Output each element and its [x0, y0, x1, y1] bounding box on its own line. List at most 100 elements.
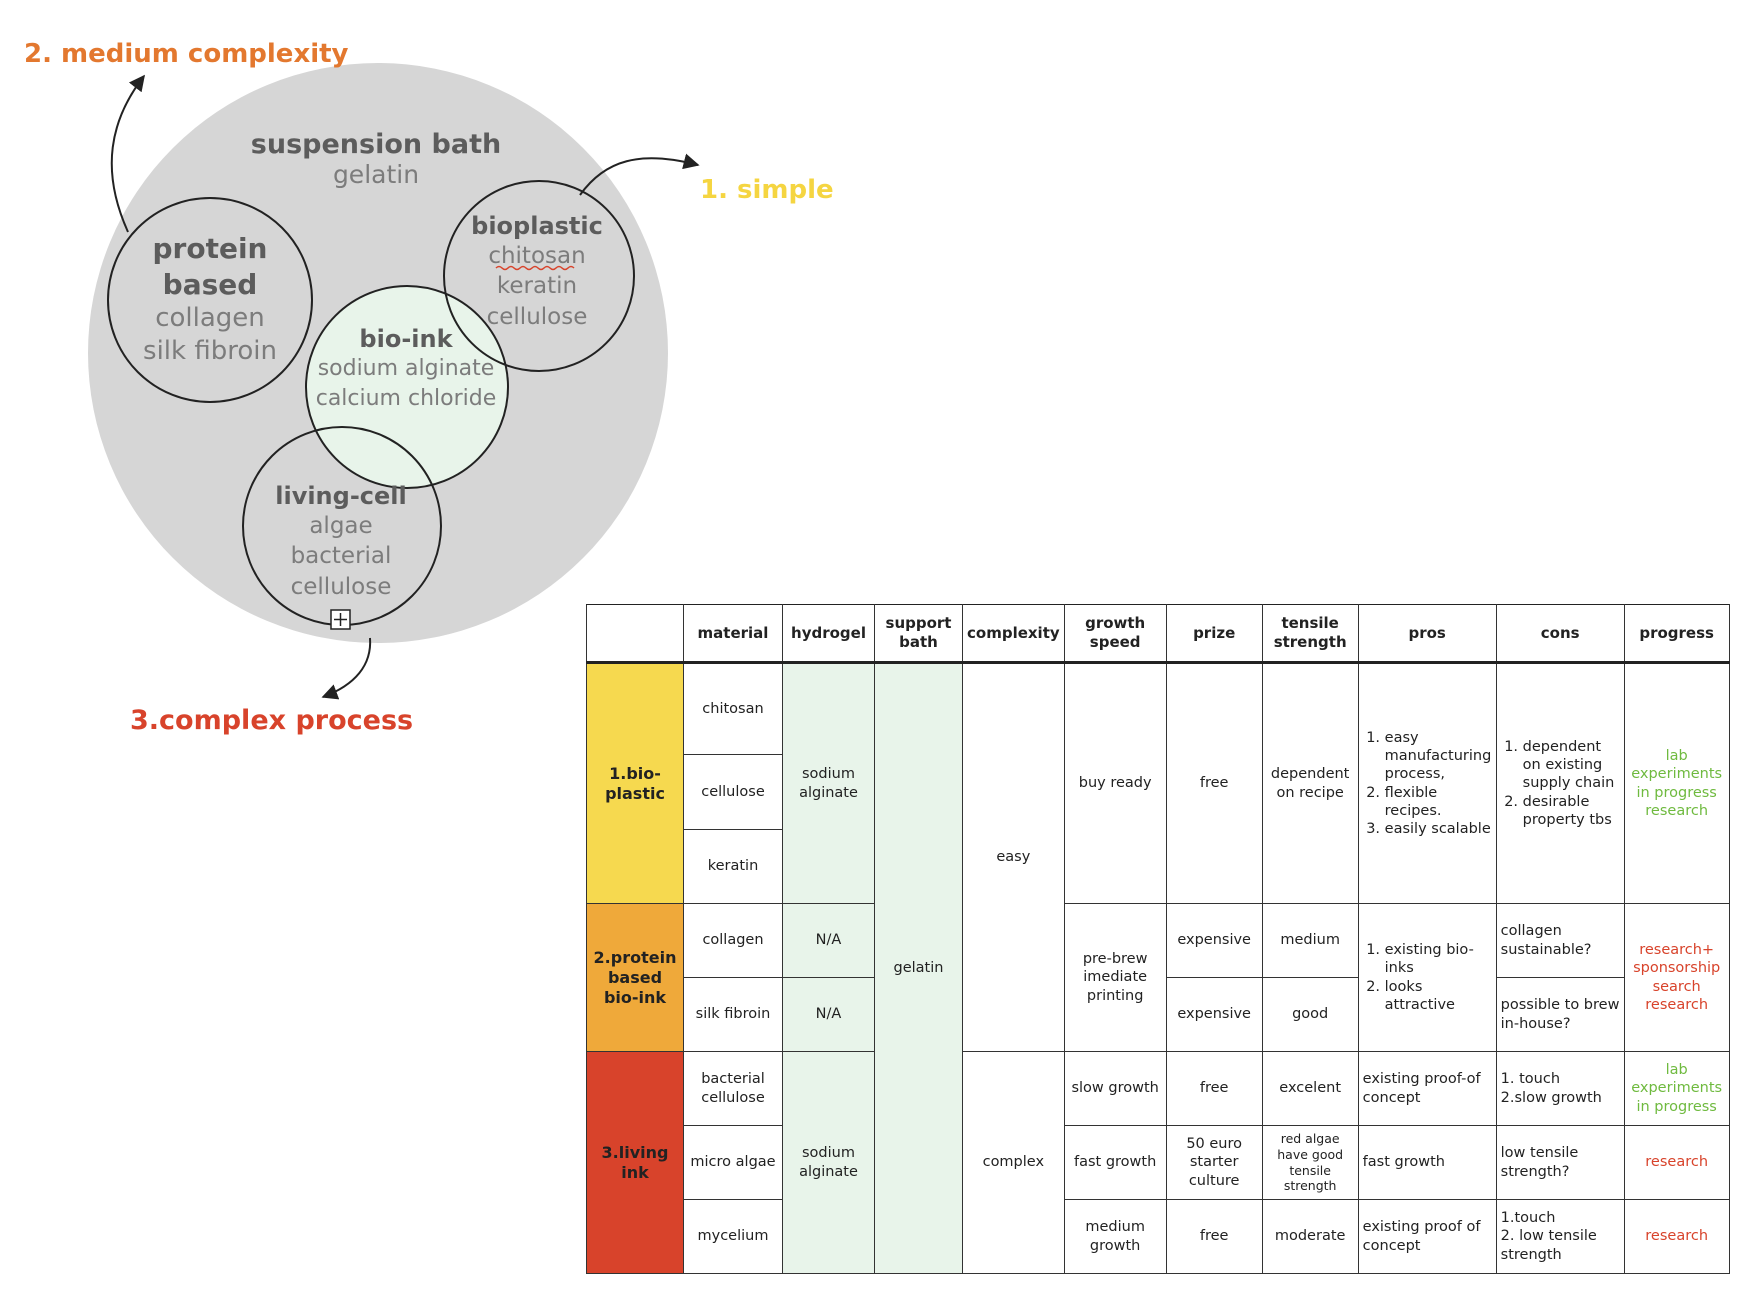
header-complexity: complexity: [962, 604, 1065, 664]
progress-cell: research+ sponsorship search research: [1623, 903, 1730, 1052]
list-item: dependent on existing supply chain: [1523, 738, 1620, 792]
growth-speed-cell: buy ready: [1063, 662, 1167, 904]
table-row: mycelium medium growth free moderate exi…: [587, 1199, 1730, 1274]
material-cell: keratin: [683, 829, 783, 904]
bioplastic-circle: [443, 180, 635, 372]
tensile-cell: excelent: [1261, 1051, 1359, 1126]
progress-cell: lab experiments in progress research: [1623, 662, 1730, 904]
cons-text: 2. low tensile strength: [1500, 1228, 1597, 1263]
growth-speed-cell: pre-brew imediate printing: [1063, 903, 1167, 1052]
arrow-medium-complexity: [110, 74, 145, 233]
material-comparison-table: material hydrogel support bath complexit…: [586, 604, 1730, 1274]
list-item: flexible recipes.: [1385, 784, 1492, 820]
complex-process-label: 3.complex process: [130, 705, 413, 736]
prize-cell: free: [1165, 1199, 1263, 1274]
header-prize: prize: [1165, 604, 1263, 664]
category-bioplastic: 1.bio-plastic: [586, 662, 684, 904]
header-growth-speed: growth speed: [1063, 604, 1167, 664]
prize-cell: 50 euro starter culture: [1165, 1125, 1263, 1200]
pros-cell: fast growth: [1357, 1125, 1497, 1200]
spellcheck-underline: [495, 265, 575, 271]
header-progress: progress: [1623, 604, 1730, 664]
suspension-bath-title: suspension bath: [251, 129, 501, 160]
material-cell: mycelium: [683, 1199, 783, 1274]
pros-cell: existing bio-inks looks attractive: [1357, 903, 1497, 1052]
cons-cell: low tensile strength?: [1495, 1125, 1625, 1200]
tensile-cell: medium: [1261, 903, 1359, 978]
cons-cell: 1.touch 2. low tensile strength: [1495, 1199, 1625, 1274]
protein-based-sub-1: collagen: [155, 303, 265, 333]
complexity-cell: easy: [962, 662, 1065, 1052]
table-header-row: material hydrogel support bath complexit…: [586, 604, 1730, 664]
header-pros: pros: [1357, 604, 1497, 664]
table-row: micro algae fast growth 50 euro starter …: [587, 1125, 1730, 1200]
list-item: existing bio-inks: [1385, 941, 1492, 977]
tensile-cell: dependent on recipe: [1261, 662, 1359, 904]
complexity-cell: complex: [962, 1051, 1065, 1274]
living-cell-sub-3: cellulose: [291, 574, 392, 600]
bioplastic-sub-1: chitosan: [488, 243, 585, 269]
cons-cell: 1. touch 2.slow growth: [1495, 1051, 1625, 1126]
pros-cell: easy manufacturing process, flexible rec…: [1357, 662, 1497, 904]
table-row: 2.protein based bio-ink collagen N/A pre…: [586, 903, 1730, 1052]
bioplastic-title: bioplastic: [471, 212, 603, 240]
list-item: desirable property tbs: [1523, 793, 1620, 829]
pros-cell: existing proof of concept: [1357, 1199, 1497, 1274]
cons-cell: possible to brew in-house?: [1495, 977, 1625, 1052]
cons-cell: collagen sustainable?: [1495, 903, 1625, 978]
header-cons: cons: [1495, 604, 1625, 664]
growth-speed-cell: medium growth: [1063, 1199, 1167, 1274]
list-item: easy manufacturing process,: [1385, 729, 1492, 783]
table-row: cellulose: [587, 754, 1730, 830]
support-bath-cell: gelatin: [874, 662, 963, 1274]
living-cell-title: living-cell: [275, 482, 407, 510]
protein-based-title-1: protein: [153, 232, 268, 265]
suspension-bath-sub: gelatin: [333, 160, 419, 189]
progress-text: research: [1645, 996, 1709, 1013]
simple-label: 1. simple: [700, 175, 834, 205]
bioplastic-sub-2: keratin: [497, 273, 577, 299]
table-row: keratin: [587, 829, 1730, 904]
bio-ink-sub-1: sodium alginate: [318, 356, 495, 381]
arrow-simple: [579, 153, 700, 196]
plus-square-icon[interactable]: [330, 609, 351, 630]
material-cell: silk fibroin: [683, 977, 783, 1052]
arrow-complex-process: [321, 637, 372, 700]
progress-text: research+: [1639, 942, 1715, 959]
hydrogel-cell: sodium alginate: [782, 662, 875, 904]
living-cell-sub-2: bacterial: [291, 543, 392, 569]
prize-cell: expensive: [1165, 903, 1263, 978]
header-hydrogel: hydrogel: [782, 604, 875, 664]
material-cell: chitosan: [683, 662, 783, 755]
header-category: [586, 604, 684, 664]
table-row: 3.living ink bacterial cellulose sodium …: [586, 1051, 1730, 1274]
bio-ink-sub-2: calcium chloride: [316, 386, 497, 411]
material-cell: bacterial cellulose: [683, 1051, 783, 1126]
bio-ink-title: bio-ink: [359, 325, 453, 353]
material-cell: micro algae: [683, 1125, 783, 1200]
tensile-cell: good: [1261, 977, 1359, 1052]
tensile-cell: moderate: [1261, 1199, 1359, 1274]
list-item: looks attractive: [1385, 978, 1492, 1014]
pros-list: easy manufacturing process, flexible rec…: [1363, 729, 1492, 838]
cons-text: 1.touch: [1500, 1210, 1556, 1227]
protein-based-title-2: based: [163, 268, 258, 301]
prize-cell: free: [1165, 662, 1263, 904]
header-tensile-strength: tensile strength: [1261, 604, 1359, 664]
progress-text: research: [1645, 802, 1709, 819]
prize-cell: expensive: [1165, 977, 1263, 1052]
tensile-cell: red algae have good tensile strength: [1261, 1125, 1359, 1200]
bio-ink-circle: [305, 285, 509, 489]
protein-based-sub-2: silk fibroin: [143, 336, 277, 366]
cons-list: dependent on existing supply chain desir…: [1501, 738, 1620, 829]
header-support-bath: support bath: [874, 604, 963, 664]
progress-cell: research: [1623, 1125, 1730, 1200]
material-cell: collagen: [683, 903, 783, 978]
progress-cell: research: [1623, 1199, 1730, 1274]
growth-speed-cell: fast growth: [1063, 1125, 1167, 1200]
table-row: 1.bio-plastic chitosan sodium alginate g…: [586, 662, 1730, 1274]
category-protein-bio-ink: 2.protein based bio-ink: [586, 903, 684, 1052]
progress-text: lab experiments in progress: [1631, 748, 1723, 801]
cons-text: 1. touch: [1500, 1071, 1561, 1088]
medium-complexity-label: 2. medium complexity: [24, 39, 349, 69]
